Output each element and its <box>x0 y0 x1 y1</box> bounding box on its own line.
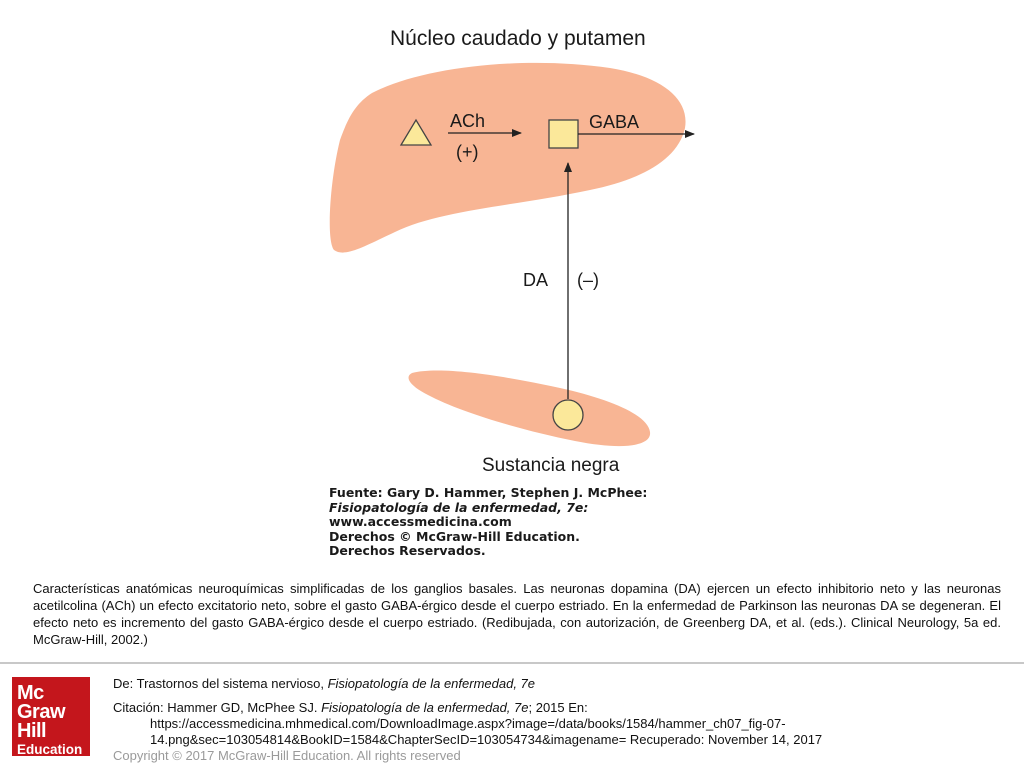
source-line: Derechos © McGraw-Hill Education. <box>329 528 580 544</box>
caudate-putamen-region <box>329 62 686 253</box>
source-line: Fisiopatología de la enfermedad, 7e: <box>329 499 589 515</box>
mcgraw-hill-education-logo: Mc Graw Hill Education <box>12 677 90 756</box>
source-chapter-line: De: Trastornos del sistema nervioso, Fis… <box>113 676 1013 692</box>
source-book-title: Fisiopatología de la enfermedad, 7e <box>327 676 536 691</box>
da-neuron-circle-icon <box>552 399 584 431</box>
ach-neuron-triangle-icon <box>399 118 433 146</box>
ach-sign-label: (+) <box>456 142 479 162</box>
citation-url-line: https://accessmedicina.mhmedical.com/Dow… <box>150 716 786 731</box>
footer-divider <box>0 662 1024 664</box>
logo-line: Graw <box>17 701 66 723</box>
citation-line: Citación: Hammer GD, McPhee SJ. Fisiopat… <box>113 700 1013 716</box>
source-line: Derechos Reservados. <box>329 543 486 559</box>
da-sign-label: (–) <box>577 270 599 290</box>
source-chapter-prefix: De: Trastornos del sistema nervioso, <box>113 676 328 691</box>
ach-label: ACh <box>450 111 485 131</box>
figure-source-credit: Fuente: Gary D. Hammer, Stephen J. McPhe… <box>329 485 659 559</box>
source-line: www.accessmedicina.com <box>329 514 512 530</box>
citation-book-title: Fisiopatología de la enfermedad, 7e <box>321 700 529 715</box>
citation-block: De: Trastornos del sistema nervioso, Fis… <box>113 676 1013 764</box>
gaba-neuron-square-icon <box>548 119 579 149</box>
figure-caption: Características anatómicas neuroquímicas… <box>33 581 1001 647</box>
logo-line: Mc <box>17 682 44 704</box>
da-label: DA <box>523 270 548 290</box>
basal-ganglia-diagram: Núcleo caudado y putamen ACh (+) GABA DA… <box>329 27 695 476</box>
logo-line: Education <box>17 742 83 756</box>
citation-url-line: 14.png&sec=103054814&BookID=1584&Chapter… <box>150 732 823 747</box>
copyright-notice: Copyright © 2017 McGraw-Hill Education. … <box>113 748 461 763</box>
source-line: Fuente: Gary D. Hammer, Stephen J. McPhe… <box>329 485 648 500</box>
substantia-nigra-region <box>408 370 651 447</box>
citation-authors: Citación: Hammer GD, McPhee SJ. <box>113 700 322 715</box>
citation-year: ; 2015 En: <box>528 700 588 715</box>
logo-line: Hill <box>17 720 47 742</box>
gaba-label: GABA <box>589 112 639 132</box>
substantia-nigra-label: Sustancia negra <box>482 455 620 476</box>
diagram-title: Núcleo caudado y putamen <box>390 27 646 50</box>
